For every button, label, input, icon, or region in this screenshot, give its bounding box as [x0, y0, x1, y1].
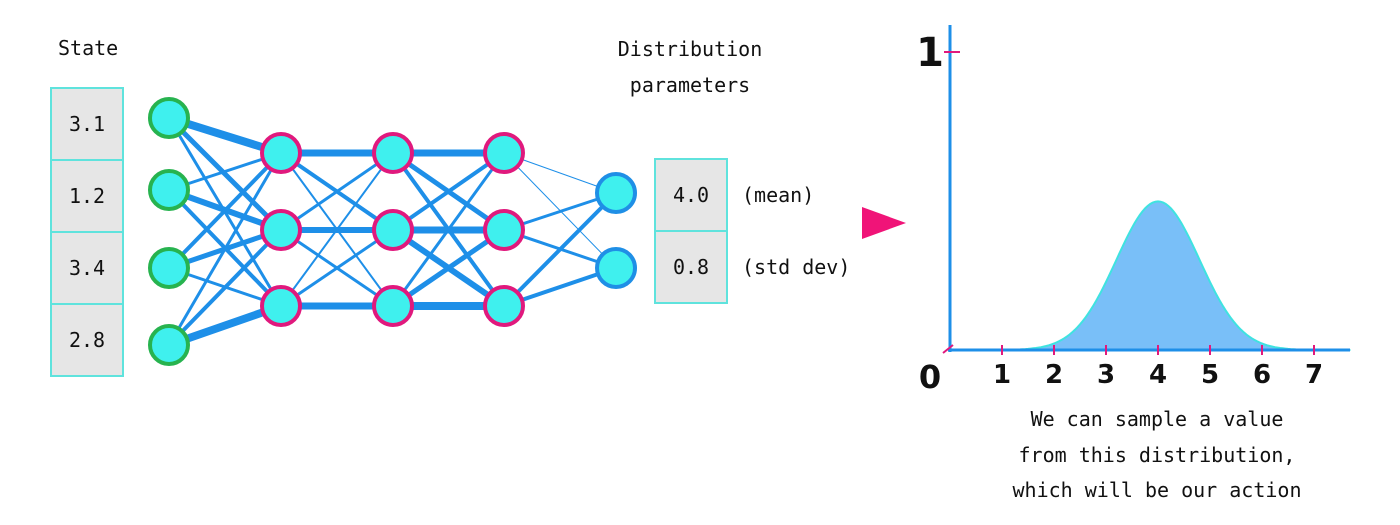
state-value: 3.4: [69, 256, 105, 280]
param-cell: [654, 158, 728, 232]
state-label: State: [58, 36, 118, 60]
chart-caption: We can sample a value: [1031, 407, 1284, 431]
state-cell: [50, 159, 124, 233]
hidden-node: [260, 132, 302, 174]
input-node: [148, 324, 190, 366]
network-nodes: [148, 97, 637, 366]
hidden-node: [372, 285, 414, 327]
state-value: 3.1: [69, 112, 105, 136]
output-node: [595, 172, 637, 214]
network-edge: [167, 151, 283, 270]
network-edge: [167, 228, 283, 347]
output-node: [595, 247, 637, 289]
chart-caption: from this distribution,: [1019, 443, 1296, 467]
network-edge: [167, 151, 283, 347]
mean-value: 4.0: [673, 183, 709, 207]
param-cell: [654, 230, 728, 304]
network-edge: [390, 227, 507, 309]
std-dev-value: 0.8: [673, 255, 709, 279]
hidden-node: [483, 132, 525, 174]
chart-caption: which will be our action: [1013, 478, 1302, 502]
distribution-parameters: 4.0 0.8 (mean) (std dev): [654, 158, 850, 304]
std-dev-label: (std dev): [742, 255, 850, 279]
mean-label: (mean): [742, 183, 814, 207]
input-node: [148, 169, 190, 211]
network-edge: [280, 152, 394, 307]
origin-tick: [942, 344, 954, 354]
x-tick-label: 5: [1201, 360, 1219, 390]
distribution-chart: 1 2 3 4 5 6 7 0 1: [916, 25, 1351, 396]
x-tick-label: 7: [1305, 360, 1323, 390]
x-tick-labels: 1 2 3 4 5 6 7: [993, 360, 1323, 390]
state-vector: 3.1 1.2 3.4 2.8: [50, 87, 124, 377]
state-value: 1.2: [69, 184, 105, 208]
network-edge: [391, 151, 506, 308]
x-tick-label: 4: [1149, 360, 1167, 390]
normal-curve-area: [950, 200, 1351, 351]
hidden-node: [483, 285, 525, 327]
x-tick-label: 3: [1097, 360, 1115, 390]
input-node: [148, 97, 190, 139]
state-value: 2.8: [69, 328, 105, 352]
network-edge: [391, 151, 506, 232]
x-ticks: [1001, 345, 1315, 355]
network-edge: [166, 115, 284, 233]
network-edge: [502, 191, 618, 308]
state-cell: [50, 87, 124, 161]
state-cell: [50, 303, 124, 377]
input-node: [148, 247, 190, 289]
x-tick-label: 6: [1253, 360, 1271, 390]
y-tick-label-zero: 0: [919, 358, 941, 396]
distribution-label: Distribution: [618, 37, 763, 61]
hidden-node: [260, 209, 302, 251]
play-arrow-icon: [862, 207, 906, 239]
distribution-label: parameters: [630, 73, 750, 97]
hidden-node: [372, 209, 414, 251]
hidden-node: [260, 285, 302, 327]
network-edge: [279, 228, 395, 308]
y-tick-label-one: 1: [916, 30, 944, 76]
x-tick-label: 2: [1045, 360, 1063, 390]
network-edge: [279, 151, 395, 232]
x-tick-label: 1: [993, 360, 1011, 390]
hidden-node: [372, 132, 414, 174]
hidden-node: [483, 209, 525, 251]
